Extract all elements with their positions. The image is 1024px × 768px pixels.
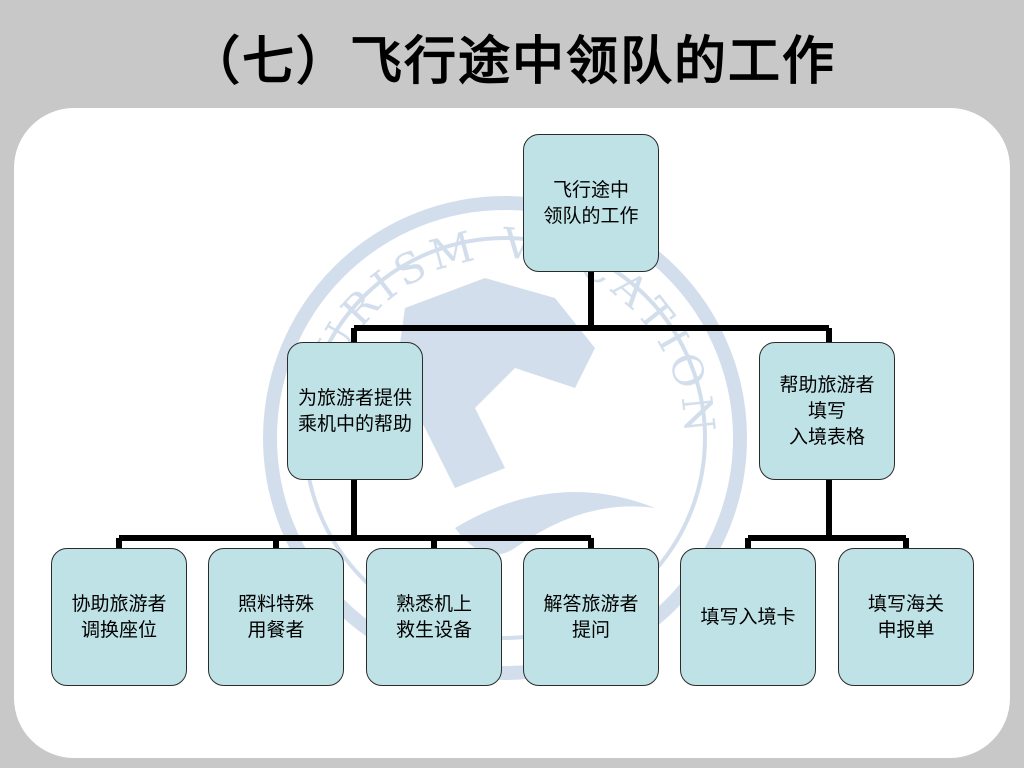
node-customs-declaration-line-1: 填写海关	[867, 593, 944, 615]
node-customs-declaration: 填写海关 申报单	[838, 548, 974, 686]
node-entry-forms-line-3: 入境表格	[788, 426, 865, 448]
node-seat-change: 协助旅游者 调换座位	[51, 548, 187, 686]
node-answer-questions-line-1: 解答旅游者	[543, 593, 639, 615]
node-inflight-help-line-2: 乘机中的帮助	[297, 413, 412, 435]
node-answer-questions-line-2: 提问	[571, 619, 610, 641]
node-root-line-1: 飞行途中	[552, 179, 629, 201]
node-safety-equipment: 熟悉机上 救生设备	[366, 548, 502, 686]
slide-title: （七）飞行途中领队的工作	[187, 32, 836, 92]
node-entry-forms: 帮助旅游者 填写 入境表格	[759, 342, 895, 480]
node-root: 飞行途中 领队的工作	[523, 134, 659, 272]
node-entry-forms-line-2: 填写	[807, 400, 846, 422]
node-entry-card: 填写入境卡	[680, 548, 816, 686]
node-safety-equipment-line-2: 救生设备	[395, 619, 472, 641]
node-entry-card-line-1: 填写入境卡	[700, 606, 796, 628]
node-seat-change-line-2: 调换座位	[80, 619, 157, 641]
node-special-meals-line-2: 用餐者	[247, 619, 305, 641]
node-entry-forms-line-1: 帮助旅游者	[779, 374, 875, 396]
node-customs-declaration-line-2: 申报单	[877, 619, 935, 641]
node-inflight-help-line-1: 为旅游者提供	[297, 387, 412, 409]
node-special-meals-line-1: 照料特殊	[237, 593, 314, 615]
node-inflight-help: 为旅游者提供 乘机中的帮助	[287, 342, 423, 480]
node-special-meals: 照料特殊 用餐者	[208, 548, 344, 686]
node-answer-questions: 解答旅游者 提问	[523, 548, 659, 686]
node-safety-equipment-line-1: 熟悉机上	[395, 593, 472, 615]
node-root-line-2: 领队的工作	[543, 205, 639, 227]
node-seat-change-line-1: 协助旅游者	[71, 593, 167, 615]
